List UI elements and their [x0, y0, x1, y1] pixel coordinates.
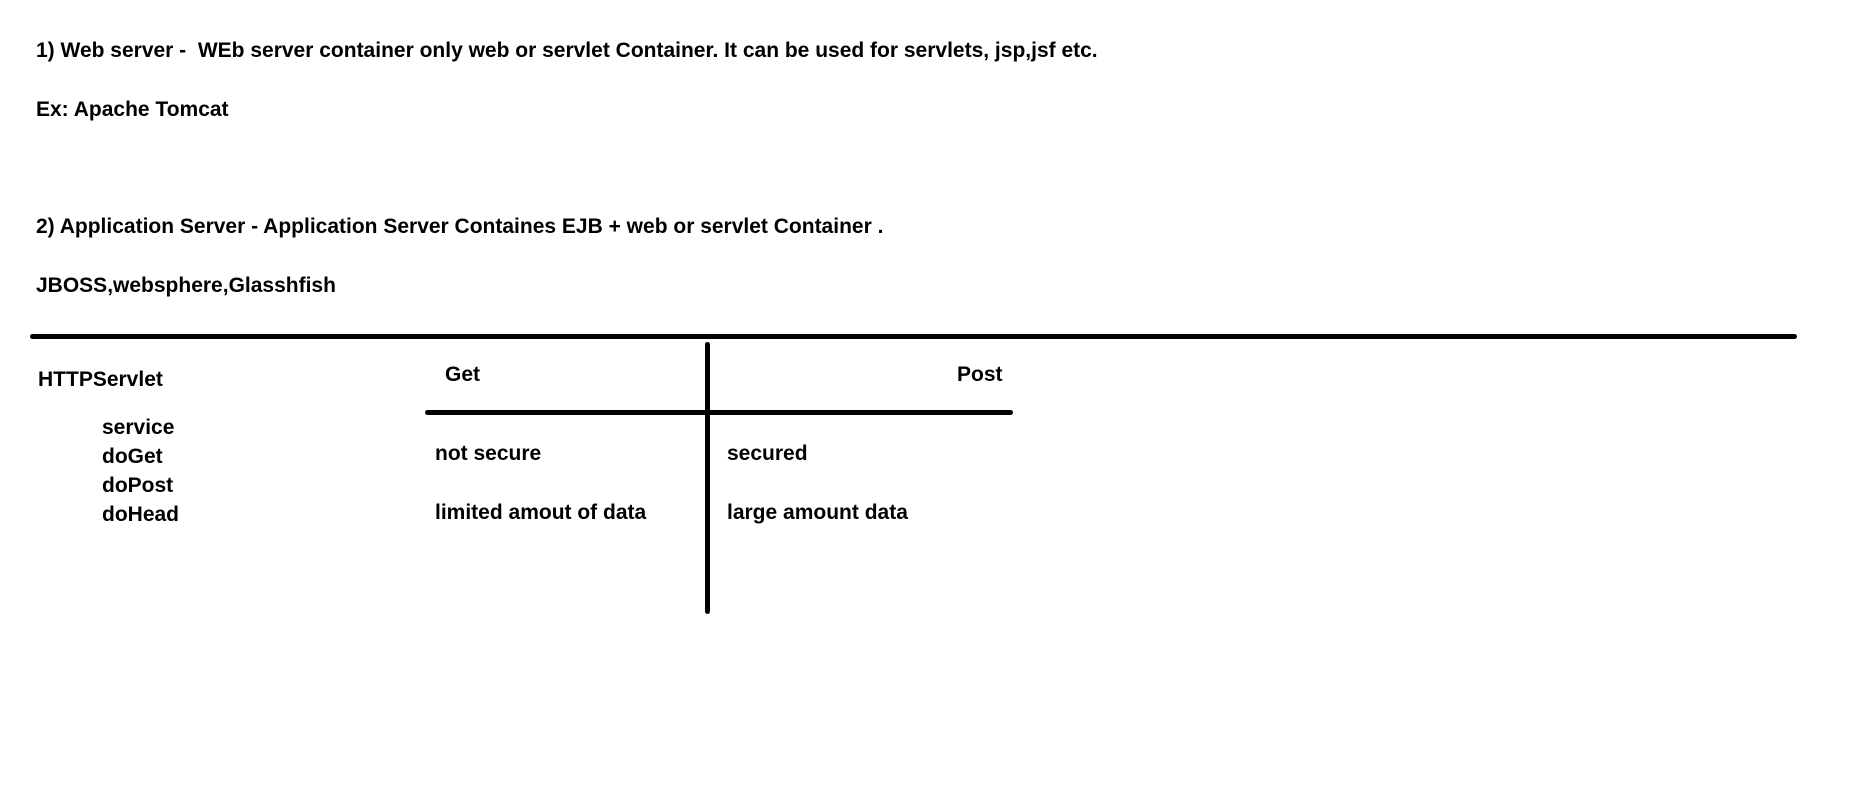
app-server-examples: JBOSS,websphere,Glasshfish: [36, 274, 336, 297]
servlet-method: doGet: [102, 445, 163, 468]
web-server-example: Ex: Apache Tomcat: [36, 98, 229, 121]
post-row-value: secured: [727, 442, 808, 465]
get-row-value: limited amout of data: [435, 501, 647, 524]
servlet-method: doHead: [102, 503, 180, 526]
servlet-method: service: [102, 416, 175, 439]
post-row-value: large amount data: [727, 501, 908, 524]
tchart-horizontal-line: [425, 410, 1013, 415]
servlet-title: HTTPServlet: [38, 368, 163, 391]
web-server-heading: 1) Web server - WEb server container onl…: [36, 39, 1098, 62]
section-divider: [30, 334, 1797, 339]
get-row-value: not secure: [435, 442, 542, 465]
servlet-method: doPost: [102, 474, 174, 497]
post-column-header: Post: [957, 363, 1003, 386]
app-server-heading: 2) Application Server - Application Serv…: [36, 215, 884, 238]
get-column-header: Get: [445, 363, 481, 386]
tchart-vertical-line: [705, 342, 710, 614]
